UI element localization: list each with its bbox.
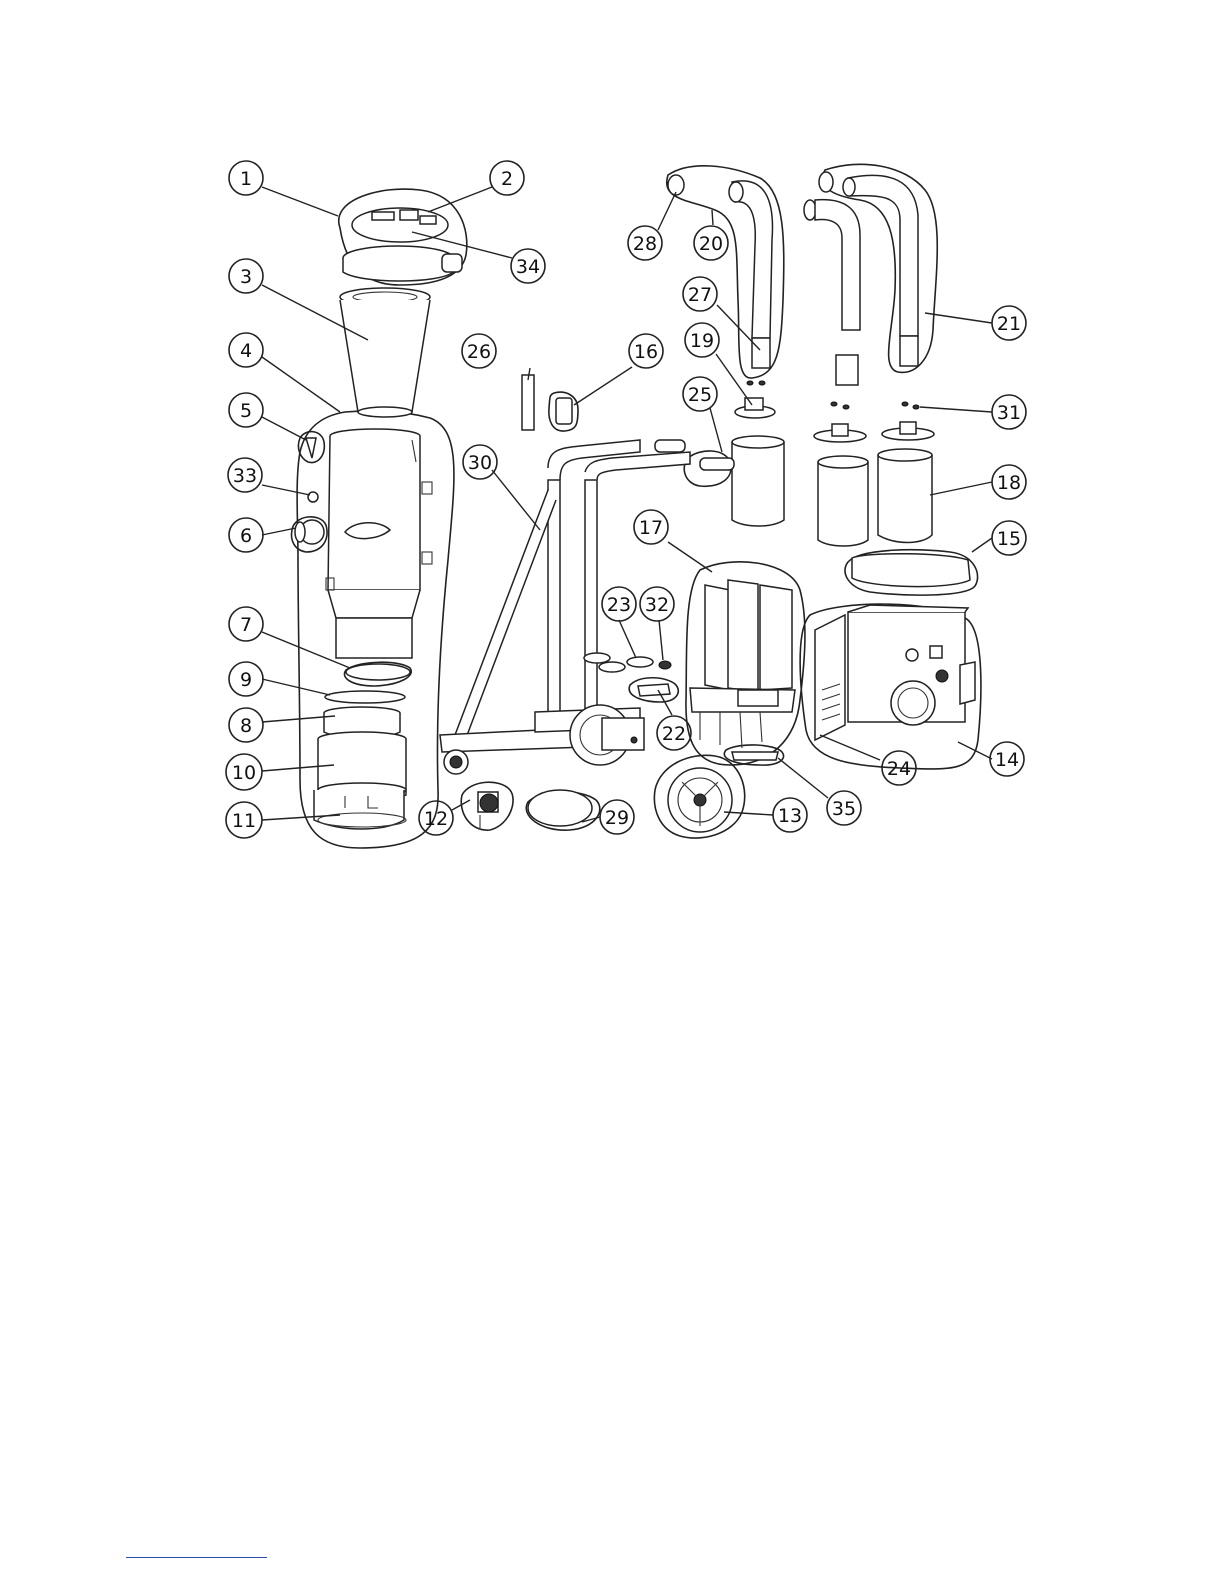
svg-text:5: 5	[240, 400, 252, 422]
valve	[295, 520, 324, 544]
svg-text:10: 10	[232, 762, 256, 784]
svg-text:26: 26	[467, 341, 491, 363]
motor-housing	[815, 605, 975, 740]
callout-23: 23	[602, 587, 636, 621]
callout-11: 11	[226, 802, 262, 838]
holder-22	[638, 684, 670, 696]
main-drum	[326, 429, 432, 658]
ring-23b	[599, 662, 625, 672]
callout-27: 27	[683, 277, 717, 311]
svg-text:1: 1	[240, 168, 252, 190]
callout-9: 9	[229, 662, 263, 696]
svg-text:31: 31	[997, 402, 1021, 424]
bracket-16	[556, 398, 572, 424]
svg-text:18: 18	[997, 472, 1021, 494]
top-cover	[343, 208, 462, 281]
svg-text:35: 35	[832, 798, 856, 820]
callout-30: 30	[463, 445, 497, 479]
callout-1: 1	[229, 161, 263, 195]
svg-text:29: 29	[605, 807, 629, 829]
callout-31: 31	[992, 395, 1026, 429]
svg-text:13: 13	[778, 805, 802, 827]
cap-32	[659, 661, 671, 669]
bracket-35	[732, 752, 778, 760]
tube-26	[522, 375, 534, 430]
callout-4: 4	[229, 333, 263, 367]
callout-3: 3	[229, 259, 263, 293]
footer-rule	[126, 1557, 267, 1558]
svg-text:9: 9	[240, 669, 252, 691]
callout-33: 33	[228, 458, 262, 492]
callout-10: 10	[226, 754, 262, 790]
part-drawings	[295, 172, 975, 832]
hose-21	[804, 172, 918, 385]
svg-text:17: 17	[639, 517, 663, 539]
svg-text:23: 23	[607, 594, 631, 616]
caster	[478, 792, 498, 828]
ring-23c	[627, 657, 653, 667]
wheel	[668, 768, 732, 832]
callout-8: 8	[229, 708, 263, 742]
svg-text:14: 14	[995, 749, 1019, 771]
svg-text:15: 15	[997, 528, 1021, 550]
callout-28: 28	[628, 226, 662, 260]
hose-20	[668, 175, 773, 368]
callout-26: 26	[462, 334, 496, 368]
callout-18: 18	[992, 465, 1026, 499]
callout-14: 14	[990, 742, 1024, 776]
ring-23a	[584, 653, 610, 663]
svg-text:21: 21	[997, 313, 1021, 335]
callout-34: 34	[511, 249, 545, 283]
callout-17: 17	[634, 510, 668, 544]
callout-29: 29	[600, 800, 634, 834]
callout-5: 5	[229, 393, 263, 427]
callout-19: 19	[685, 323, 719, 357]
callout-24: 24	[882, 751, 916, 785]
svg-text:22: 22	[662, 723, 686, 745]
cone-filter	[340, 288, 430, 417]
svg-text:3: 3	[240, 266, 252, 288]
svg-text:27: 27	[688, 284, 712, 306]
svg-text:7: 7	[240, 614, 252, 636]
pad	[528, 790, 592, 826]
callout-32: 32	[640, 587, 674, 621]
svg-text:20: 20	[699, 233, 723, 255]
svg-text:4: 4	[240, 340, 252, 362]
svg-text:34: 34	[516, 256, 540, 278]
svg-text:32: 32	[645, 594, 669, 616]
callout-13: 13	[773, 798, 807, 832]
svg-text:24: 24	[887, 758, 911, 780]
svg-text:6: 6	[240, 525, 252, 547]
svg-text:8: 8	[240, 715, 252, 737]
svg-text:11: 11	[232, 810, 256, 832]
svg-text:19: 19	[690, 330, 714, 352]
svg-text:16: 16	[634, 341, 658, 363]
clip	[306, 438, 316, 458]
knob	[308, 492, 318, 502]
callout-12: 12	[419, 801, 453, 835]
callout-7: 7	[229, 607, 263, 641]
svg-text:30: 30	[468, 452, 492, 474]
callout-6: 6	[229, 518, 263, 552]
cartridge-assembly	[690, 580, 795, 748]
callout-15: 15	[992, 521, 1026, 555]
svg-text:28: 28	[633, 233, 657, 255]
callout-25: 25	[683, 377, 717, 411]
callout-35: 35	[827, 791, 861, 825]
callout-20: 20	[694, 226, 728, 260]
tray	[852, 554, 970, 587]
svg-text:12: 12	[424, 808, 448, 830]
callout-21: 21	[992, 306, 1026, 340]
lower-stack	[314, 664, 410, 829]
callout-22: 22	[657, 716, 691, 750]
svg-text:25: 25	[688, 384, 712, 406]
svg-text:33: 33	[233, 465, 257, 487]
svg-text:2: 2	[501, 168, 513, 190]
callout-16: 16	[629, 334, 663, 368]
callout-2: 2	[490, 161, 524, 195]
